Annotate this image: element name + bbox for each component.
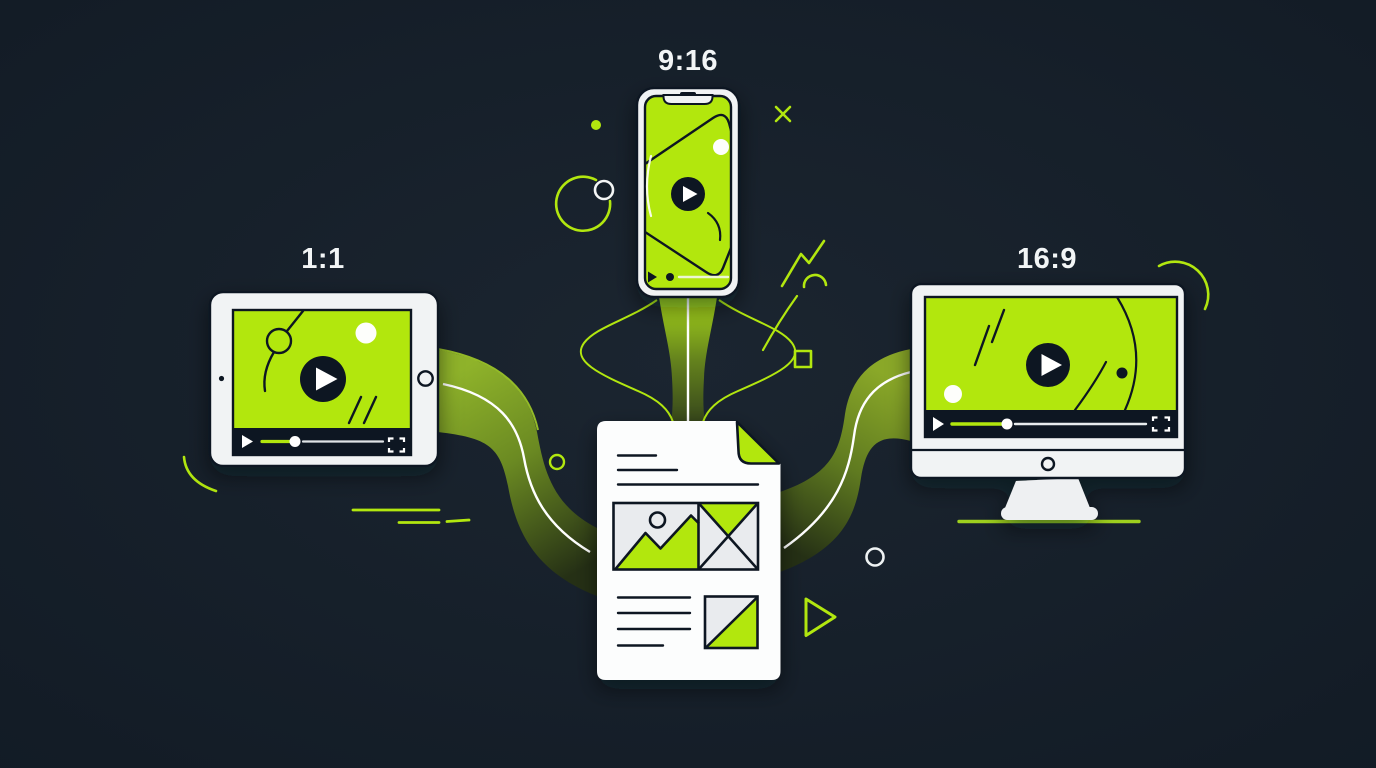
arc-below-tablet-icon [182, 455, 218, 493]
document-image-placeholder [612, 501, 760, 571]
arch-doodle-icon [802, 273, 828, 289]
phone-ribbon-left-flank [579, 299, 674, 423]
tablet-camera-dot [218, 375, 225, 382]
document-body-lines [616, 596, 692, 647]
tablet-play-button [300, 356, 346, 402]
phone-notch [662, 94, 714, 105]
tablet-player-controls [242, 435, 406, 453]
monitor-screen-dark-dot [1116, 367, 1128, 379]
source-document [597, 420, 781, 680]
monitor-connector-ribbon [780, 349, 911, 572]
tablet-device [208, 290, 440, 468]
decoration-group [182, 105, 1210, 637]
fullscreen-icon [1151, 416, 1171, 432]
document-thumbnail [703, 595, 759, 650]
monitor-screen-white-dot [944, 385, 962, 403]
play-icon [683, 186, 698, 202]
phone-screen-white-dot [713, 139, 729, 155]
small-white-ring-icon [593, 179, 615, 201]
fullscreen-icon [387, 437, 406, 453]
monitor-device [909, 282, 1187, 520]
small-circle-icon [548, 453, 566, 471]
tablet-aspect-label: 1:1 [301, 243, 344, 275]
progress-knob [666, 273, 674, 281]
sparkle-dot-icon [591, 120, 601, 130]
progress-knob [289, 436, 301, 447]
phone-ribbon-right-flank [702, 299, 797, 423]
monitor-screen-arc-small [1073, 360, 1108, 410]
envelope-flap [700, 504, 757, 536]
envelope-cross-lines [698, 503, 758, 570]
image-sun-icon [648, 511, 667, 529]
small-play-icon [933, 417, 944, 431]
phone-speaker-slot [680, 92, 696, 96]
phone-screen-shape-top [645, 113, 731, 166]
monitor-play-button [1026, 343, 1070, 387]
monitor-ribbon-centerline [783, 370, 912, 549]
square-outline-icon [793, 349, 813, 369]
phone-play-button [671, 177, 705, 211]
phone-aspect-label: 9:16 [658, 45, 718, 77]
tablet-connector-ribbon [438, 350, 597, 596]
white-circle-icon [865, 547, 885, 567]
triangle-outline-icon [804, 597, 837, 637]
arc-near-monitor-icon [1157, 260, 1210, 311]
progress-knob [1001, 418, 1013, 430]
tablet-ribbon-centerline [442, 382, 591, 554]
monitor-aspect-label: 16:9 [1017, 243, 1077, 275]
play-icon [316, 367, 338, 391]
monitor-base [1001, 507, 1098, 520]
monitor-screen-arc-large [1115, 297, 1138, 410]
tablet-home-button [417, 370, 434, 387]
phone-device [635, 86, 741, 299]
tablet-screen-white-dot [355, 322, 377, 344]
play-icon [1041, 354, 1062, 376]
monitor-stand [1005, 478, 1090, 508]
small-play-icon [242, 435, 253, 448]
small-play-icon [648, 271, 657, 283]
phone-screen-shape-bottom [645, 230, 731, 277]
phone-player-controls [648, 271, 730, 283]
image-mountains [616, 515, 698, 569]
connector-ribbons [437, 297, 912, 596]
mountain-doodle-icon [780, 239, 826, 288]
balloon-tail-curve [263, 350, 276, 393]
document-heading-lines [616, 454, 760, 486]
monitor-chin-button [1040, 456, 1056, 472]
tablet-ribbon-edge-highlight [437, 348, 539, 431]
balloon-stem-line [285, 310, 305, 333]
speed-lines-icon [351, 508, 471, 524]
monitor-screen-slashes [973, 308, 1006, 367]
curve-doodle-icon [761, 294, 799, 352]
phone-screen-white-arc [645, 154, 653, 218]
monitor-player-controls [933, 416, 1171, 432]
balloon-doodle-icon [265, 327, 293, 355]
cross-icon [774, 105, 792, 123]
document-fold-corner [735, 420, 781, 465]
open-circle-icon [554, 175, 612, 233]
phone-screen-dark-arc [706, 211, 722, 242]
tablet-screen-slashes [347, 395, 378, 425]
